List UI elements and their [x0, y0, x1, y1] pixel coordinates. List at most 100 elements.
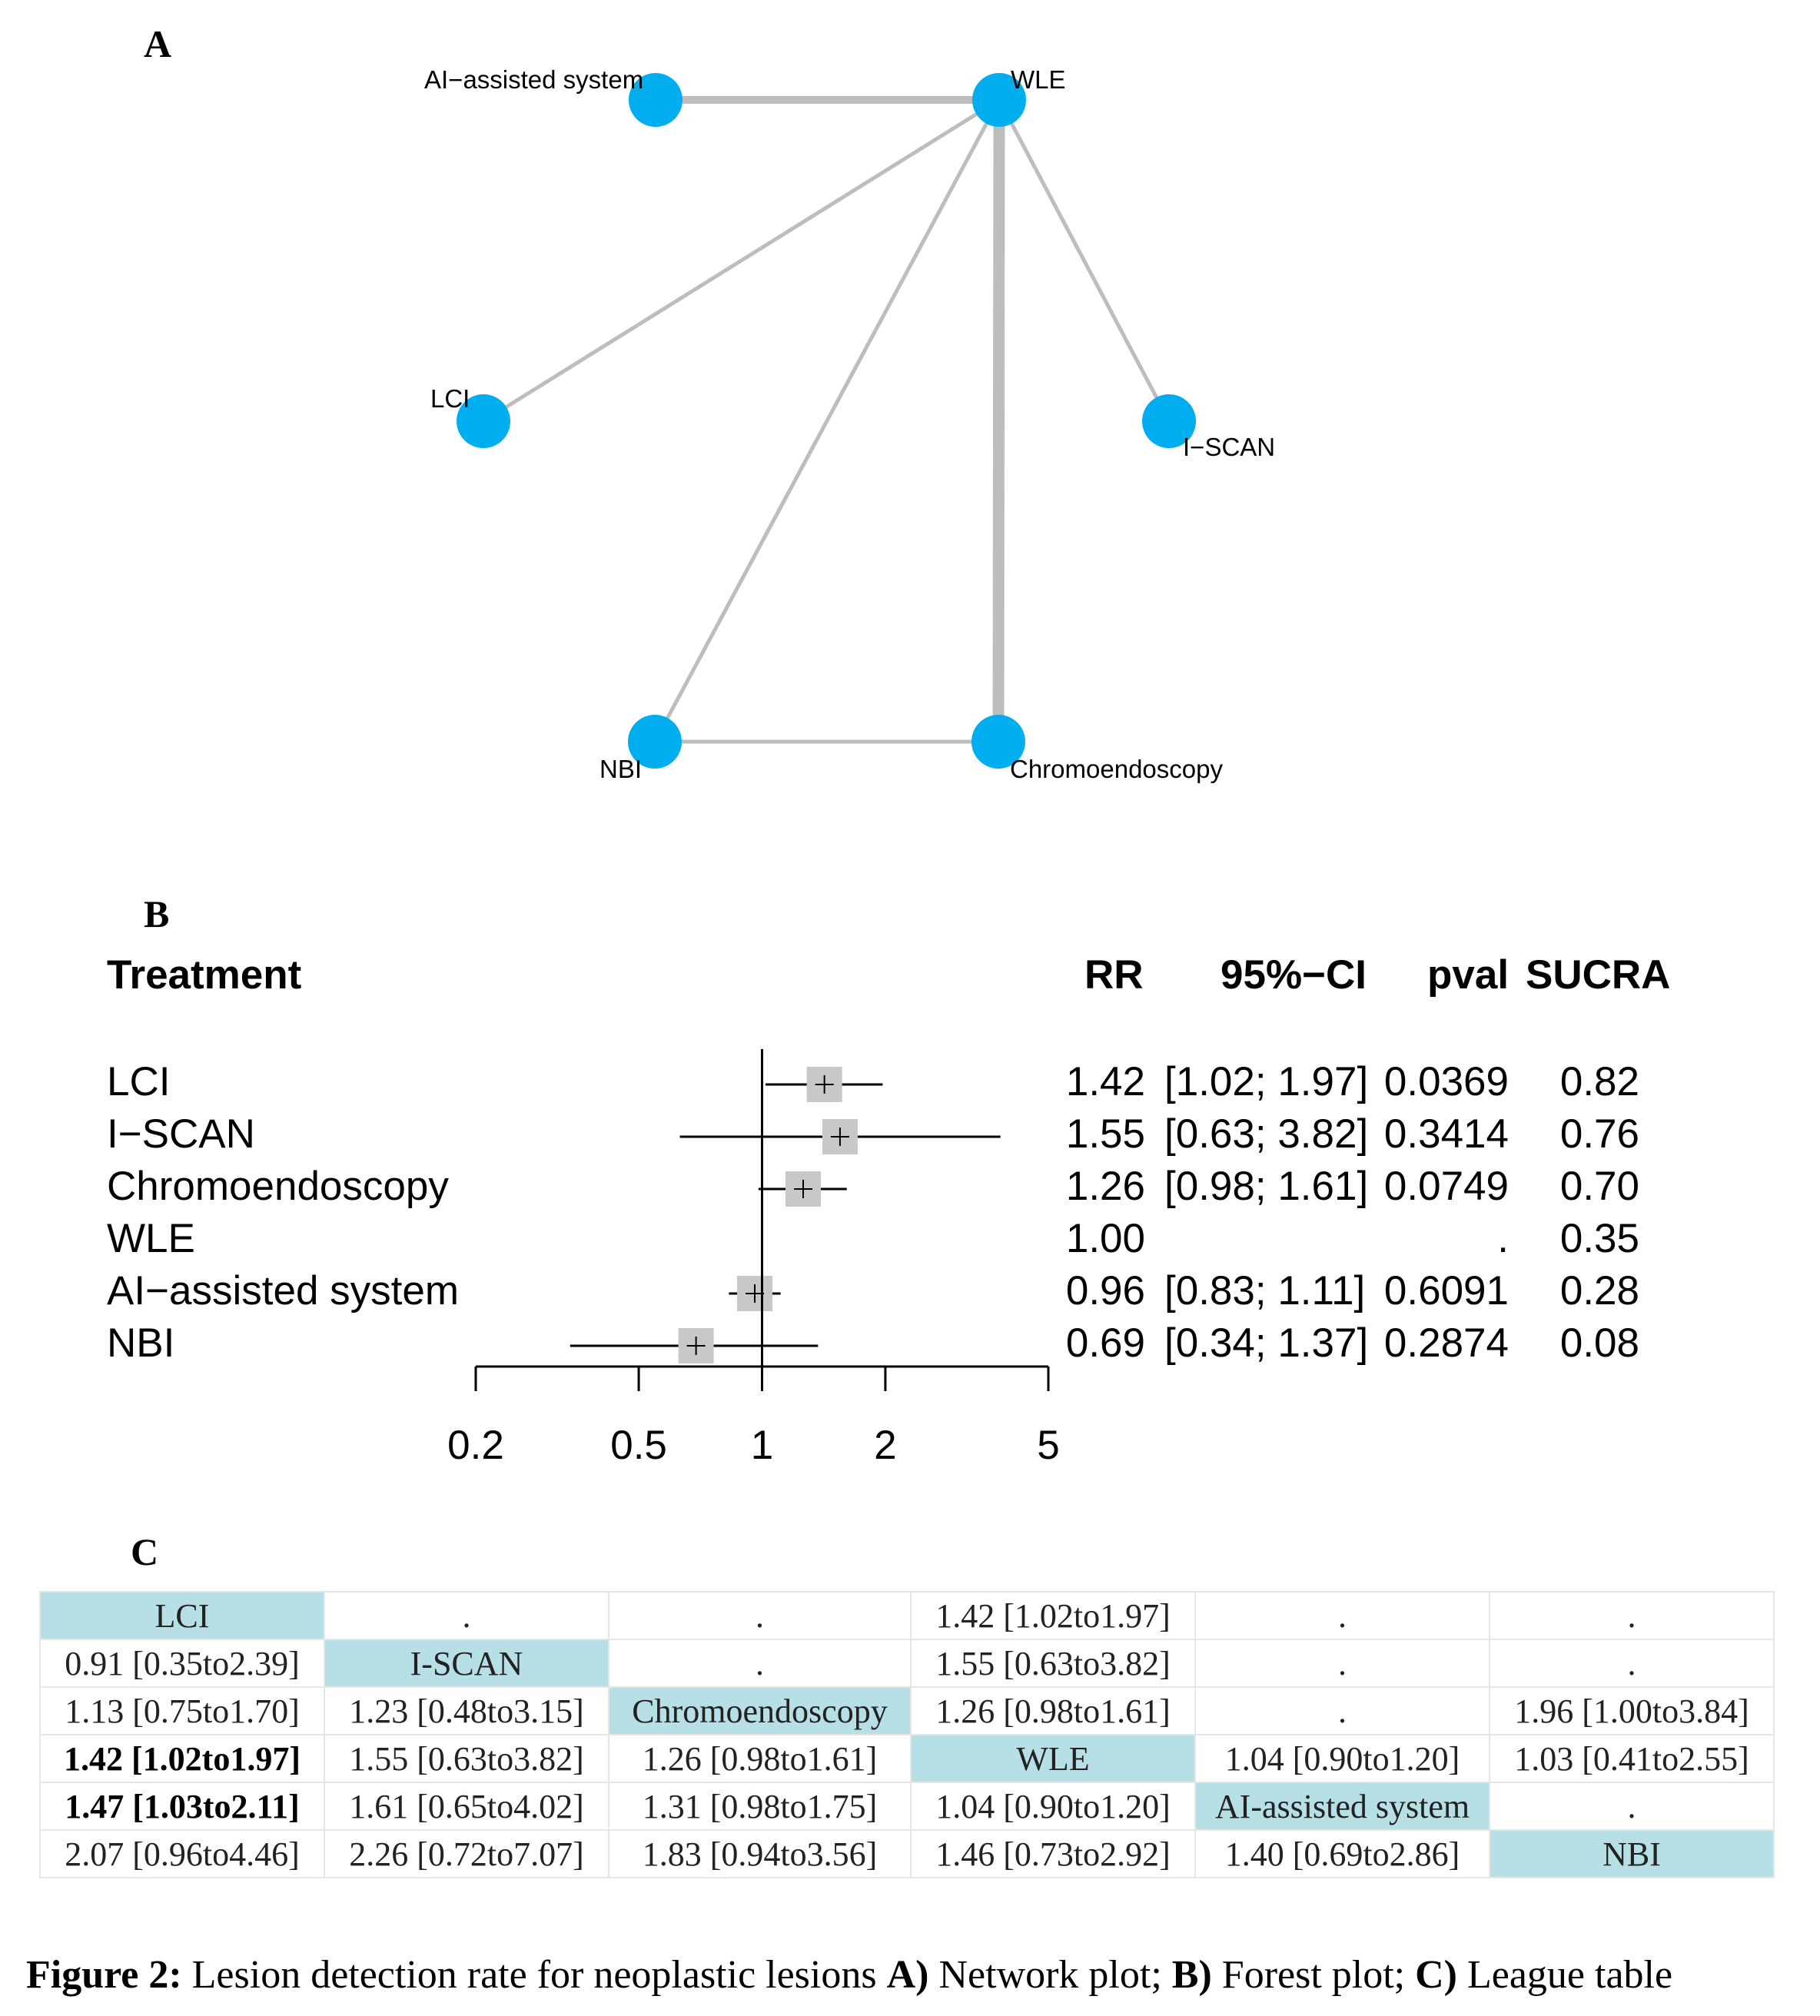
network-node-nbi: [628, 715, 682, 769]
forest-row-ci: [0.83; 1.11]: [1164, 1268, 1366, 1314]
network-edge-wle-chromo: [992, 99, 1005, 742]
league-cell: .: [608, 1639, 912, 1688]
forest-row-treatment: I−SCAN: [107, 1111, 255, 1157]
network-node-chromo: [971, 715, 1025, 769]
league-cell: .: [1489, 1782, 1775, 1831]
league-cell: 1.13 [0.75to1.70]: [39, 1686, 325, 1735]
league-diagonal-cell: LCI: [39, 1591, 325, 1640]
forest-row-rr: 1.26: [1065, 1164, 1145, 1209]
network-label-lci: LCI: [430, 384, 470, 413]
league-cell: 1.42 [1.02to1.97]: [910, 1591, 1196, 1640]
forest-header-rr: RR: [1084, 952, 1144, 998]
forest-header-pval: pval: [1427, 952, 1509, 998]
forest-row-pval: .: [1497, 1216, 1509, 1261]
caption-label-c: C): [1415, 1953, 1457, 1997]
league-cell: .: [1489, 1639, 1775, 1688]
panel-label-c: C: [131, 1530, 159, 1573]
network-nodes: [457, 73, 1196, 769]
caption-text-1: Lesion detection rate for neoplastic les…: [181, 1953, 887, 1997]
forest-row-pval: 0.0749: [1383, 1164, 1509, 1209]
panel-label-b: B: [144, 892, 170, 935]
forest-row-rr: 1.55: [1065, 1111, 1145, 1157]
forest-row-sucra: 0.28: [1559, 1268, 1639, 1314]
caption-text-2: Network plot;: [928, 1953, 1172, 1997]
forest-row-ci: [0.34; 1.37]: [1164, 1320, 1369, 1366]
league-cell: .: [1194, 1639, 1490, 1688]
forest-row-ci: [0.98; 1.61]: [1164, 1164, 1369, 1209]
network-edge-wle-lci: [482, 98, 1001, 423]
league-diagonal-cell: Chromoendoscopy: [608, 1686, 912, 1735]
forest-row-rr: 0.96: [1065, 1268, 1145, 1314]
forest-row-treatment: NBI: [107, 1320, 175, 1366]
league-diagonal-cell: I-SCAN: [324, 1639, 609, 1688]
forest-row-treatment: AI−assisted system: [107, 1268, 460, 1314]
league-diagonal-cell: WLE: [910, 1734, 1196, 1783]
league-cell: 1.46 [0.73to2.92]: [910, 1829, 1196, 1878]
league-diagonal-cell: AI-assisted system: [1194, 1782, 1490, 1831]
forest-tick-label: 2: [874, 1423, 897, 1468]
league-cell: .: [324, 1591, 609, 1640]
league-cell: 1.04 [0.90to1.20]: [910, 1782, 1196, 1831]
network-node-ai: [629, 73, 682, 127]
forest-row-ci: [1.02; 1.97]: [1164, 1059, 1369, 1104]
network-node-lci: [457, 394, 510, 448]
network-edge-wle-iscan: [997, 98, 1171, 423]
forest-row-sucra: 0.35: [1559, 1216, 1639, 1261]
forest-row-rr: 1.00: [1065, 1216, 1145, 1261]
forest-row-ci: [0.63; 3.82]: [1164, 1111, 1369, 1157]
league-row: 0.91 [0.35to2.39]I-SCAN.1.55 [0.63to3.82…: [39, 1639, 1775, 1688]
league-cell: 1.04 [0.90to1.20]: [1194, 1734, 1490, 1783]
forest-row-treatment: WLE: [107, 1216, 195, 1261]
league-cell: 1.03 [0.41to2.55]: [1489, 1734, 1775, 1783]
forest-tick-label: 5: [1037, 1423, 1060, 1468]
league-row: 2.07 [0.96to4.46]2.26 [0.72to7.07]1.83 […: [39, 1829, 1775, 1878]
forest-row-sucra: 0.70: [1559, 1164, 1639, 1209]
caption-label-b: B): [1171, 1953, 1212, 1997]
network-label-ai: AI−assisted system: [424, 65, 643, 94]
forest-row-sucra: 0.76: [1559, 1111, 1639, 1157]
league-cell: .: [1194, 1591, 1490, 1640]
forest-header-sucra: SUCRA: [1526, 952, 1671, 998]
league-row: 1.13 [0.75to1.70]1.23 [0.48to3.15]Chromo…: [39, 1686, 1775, 1735]
league-cell: 1.31 [0.98to1.75]: [608, 1782, 912, 1831]
forest-tick-label: 1: [750, 1423, 774, 1468]
forest-graphic: [474, 1049, 1050, 1391]
network-label-nbi: NBI: [599, 755, 642, 783]
league-diagonal-cell: NBI: [1489, 1829, 1775, 1878]
forest-row-pval: 0.3414: [1383, 1111, 1509, 1157]
forest-row-pval: 0.6091: [1383, 1268, 1509, 1314]
league-row: 1.42 [1.02to1.97]1.55 [0.63to3.82]1.26 […: [39, 1734, 1775, 1783]
league-row: 1.47 [1.03to2.11]1.61 [0.65to4.02]1.31 […: [39, 1782, 1775, 1831]
league-cell: 1.61 [0.65to4.02]: [324, 1782, 609, 1831]
league-cell: 2.07 [0.96to4.46]: [39, 1829, 325, 1878]
network-labels: AI−assisted system WLE LCI I−SCAN NBI Chromoe…: [424, 65, 1275, 783]
network-label-iscan: I−SCAN: [1183, 433, 1275, 461]
network-plot: AI−assisted system WLE LCI I−SCAN NBI Chromoe…: [424, 65, 1275, 783]
league-cell: 1.26 [0.98to1.61]: [608, 1734, 912, 1783]
network-edges: [482, 96, 1171, 744]
network-edge-wle-nbi: [653, 98, 1001, 743]
league-cell: .: [608, 1591, 912, 1640]
league-cell: 1.83 [0.94to3.56]: [608, 1829, 912, 1878]
league-cell: 1.55 [0.63to3.82]: [910, 1639, 1196, 1688]
league-cell: 0.91 [0.35to2.39]: [39, 1639, 325, 1688]
caption-text-3: Forest plot;: [1211, 1953, 1416, 1997]
network-label-wle: WLE: [1011, 65, 1066, 94]
network-label-chromo: Chromoendoscopy: [1010, 755, 1223, 783]
league-cell: .: [1489, 1591, 1775, 1640]
caption-text-4: League table: [1457, 1953, 1673, 1997]
league-cell: 1.26 [0.98to1.61]: [910, 1686, 1196, 1735]
forest-row-rr: 0.69: [1065, 1320, 1145, 1366]
caption-label-a: A): [886, 1953, 929, 1997]
forest-row-sucra: 0.82: [1559, 1059, 1639, 1104]
network-node-wle: [972, 73, 1026, 127]
league-cell: 1.40 [0.69to2.86]: [1194, 1829, 1490, 1878]
league-cell: 1.96 [1.00to3.84]: [1489, 1686, 1775, 1735]
forest-tick-label: 0.2: [447, 1423, 504, 1468]
league-cell: 1.47 [1.03to2.11]: [39, 1782, 325, 1831]
league-cell: 2.26 [0.72to7.07]: [324, 1829, 609, 1878]
forest-tick-label: 0.5: [610, 1423, 667, 1468]
figure-caption: Figure 2: Lesion detection rate for neop…: [26, 1952, 1672, 1998]
forest-row-pval: 0.2874: [1383, 1320, 1509, 1366]
